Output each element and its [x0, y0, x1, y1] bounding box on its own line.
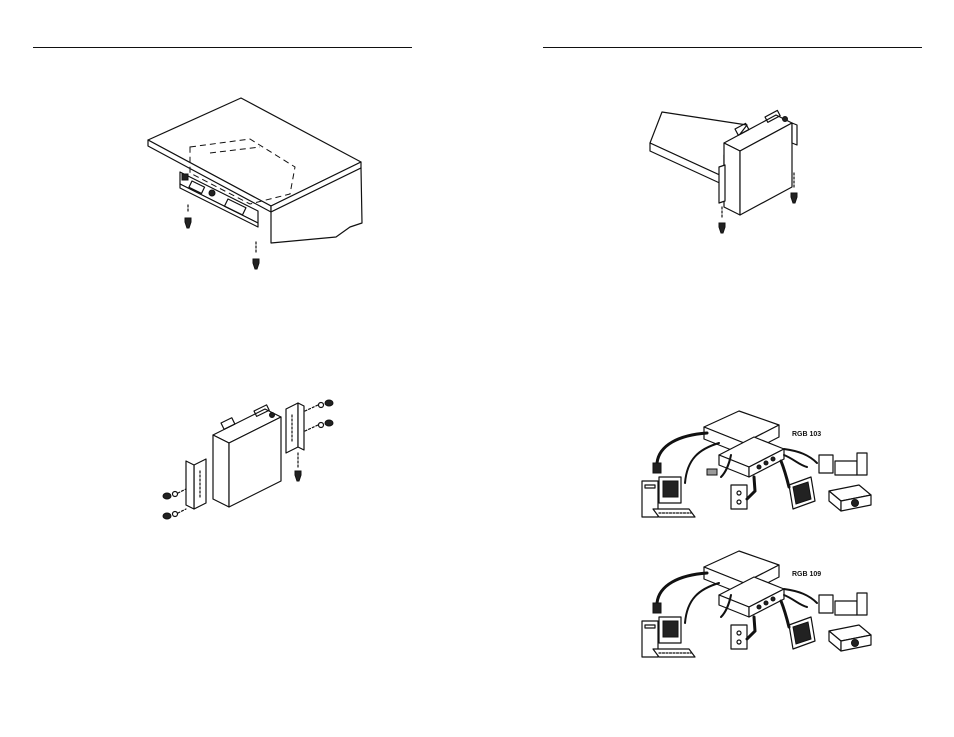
model-label: RGB 103	[792, 431, 821, 438]
header-rule	[33, 47, 412, 48]
model-label: RGB 109	[792, 571, 821, 578]
connection-diagram-1: RGB 103	[639, 405, 884, 523]
under-desk-mount-illustration	[140, 95, 370, 280]
header-rule	[543, 47, 922, 48]
connection-diagram-2: RGB 109	[639, 545, 884, 663]
mounting-bracket-assembly-illustration	[158, 397, 343, 532]
left-page	[0, 0, 477, 737]
side-mount-illustration	[647, 105, 807, 245]
right-page: RGB 103	[477, 0, 954, 737]
